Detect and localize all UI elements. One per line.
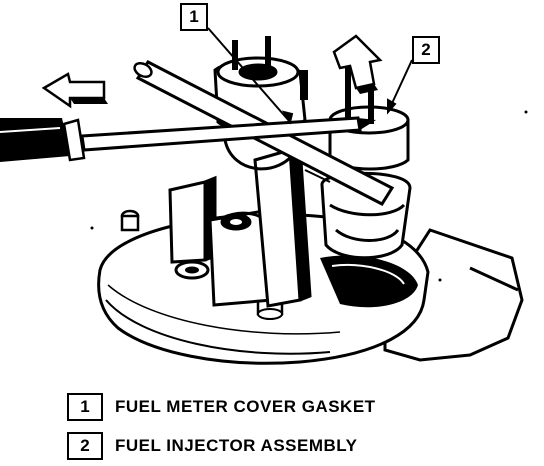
callout-1-number: 1: [189, 7, 199, 26]
callout-1: 1: [180, 3, 208, 31]
legend-item: 2 FUEL INJECTOR ASSEMBLY: [67, 432, 357, 460]
legend-number-2: 2: [67, 432, 103, 460]
callout-2: 2: [412, 36, 440, 64]
arrow-left-icon: [41, 72, 108, 109]
legend-item: 1 FUEL METER COVER GASKET: [67, 393, 376, 421]
legend-label-2: FUEL INJECTOR ASSEMBLY: [115, 436, 358, 455]
callout-2-number: 2: [421, 40, 431, 59]
throttle-body-illustration: [0, 27, 528, 365]
legend-label-1: FUEL METER COVER GASKET: [115, 397, 376, 416]
arrow-up-right-icon: [332, 34, 383, 94]
fuel-meter-body: [168, 143, 312, 308]
legend-number-1: 1: [67, 393, 103, 421]
detail-marks: [90, 110, 528, 282]
screwdriver: [0, 116, 376, 162]
leader-lines: [207, 27, 413, 125]
